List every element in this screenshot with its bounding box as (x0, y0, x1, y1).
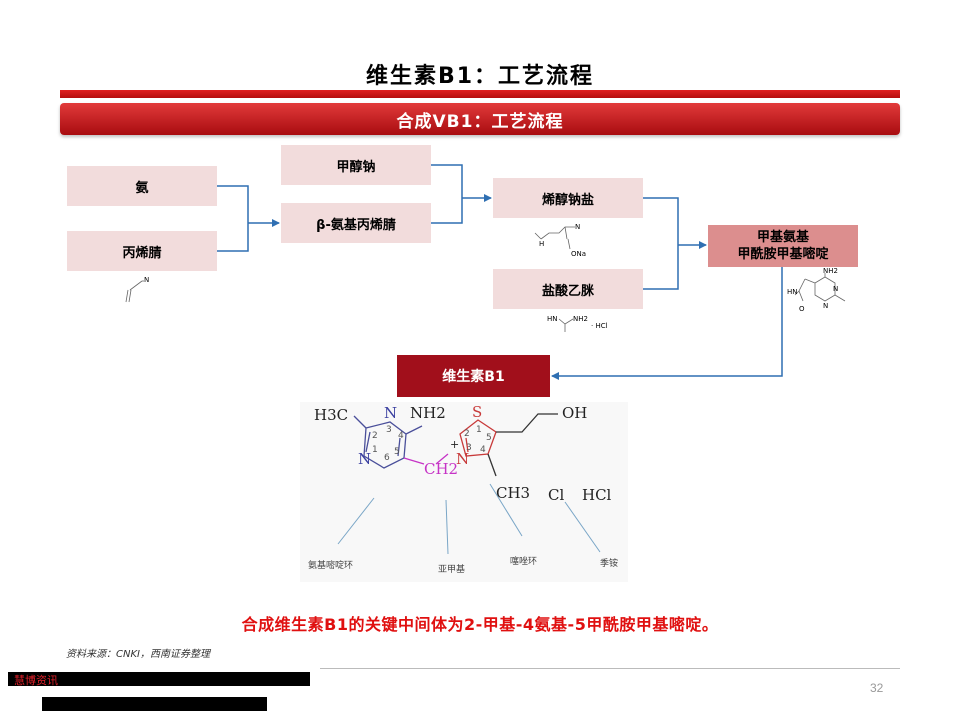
ring-num-1: 1 (372, 445, 378, 455)
box-enol-sodium-salt: 烯醇钠盐 (493, 178, 643, 218)
label-pyrimidine-ring: 氨基嘧啶环 (308, 559, 353, 571)
box-ammonia: 氨 (67, 166, 217, 206)
struct-hcl: HCl (582, 486, 612, 504)
thz-num-3: 3 (466, 443, 472, 453)
box-vitamin-b1: 维生素B1 (397, 355, 550, 397)
pyr-hn: HN (787, 288, 798, 296)
struct-ch3: CH3 (496, 484, 530, 502)
ring-num-3: 3 (386, 425, 392, 435)
amidine-hcl: · HCl (591, 322, 608, 330)
box-acrylonitrile: 丙烯腈 (67, 231, 217, 271)
struct-s: S (472, 403, 482, 421)
vitamin-b1-structure: H3C N NH2 S OH N + N CH2 CH3 Cl HCl 3 4 … (300, 402, 628, 582)
footer-rule (320, 668, 900, 669)
ring-num-6: 6 (384, 453, 390, 463)
pyrimidine-intermediate-structure: NH2 HN N N O (787, 267, 846, 313)
enol-h: H (539, 240, 544, 248)
enol-ona: ONa (571, 250, 586, 258)
box-sodium-methoxide: 甲醇钠 (281, 145, 431, 185)
amidine-structure: HN NH2 · HCl (547, 315, 608, 332)
box-beta-aminoacrylonitrile: β-氨基丙烯腈 (281, 203, 431, 243)
pyr-n2: N (823, 302, 828, 310)
box-key-intermediate: 甲基氨基 甲酰胺甲基嘧啶 (708, 225, 858, 267)
acrylonitrile-structure: N (125, 276, 149, 303)
box-acetamidine-hcl: 盐酸乙脒 (493, 269, 643, 309)
header-rule (60, 90, 900, 98)
struct-n-thz: N (456, 450, 469, 468)
footer-watermark: 慧博资讯 (14, 674, 58, 687)
intermediate-line1: 甲基氨基 (756, 230, 809, 245)
pyr-n1: N (833, 285, 838, 293)
label-quaternary-ammonium: 季铵 (600, 557, 618, 569)
label-methylene: 亚甲基 (438, 563, 465, 575)
intermediate-line2: 甲酰胺甲基嘧啶 (737, 247, 829, 262)
struct-oh: OH (562, 404, 587, 422)
struct-ch2: CH2 (424, 460, 458, 478)
ring-num-4: 4 (398, 431, 404, 441)
conclusion-text: 合成维生素B1的关键中间体为2-甲基-4氨基-5甲酰胺甲基嘧啶。 (241, 615, 719, 634)
struct-cl: Cl (548, 486, 564, 504)
ring-num-5: 5 (394, 447, 400, 457)
acrylonitrile-n: N (144, 276, 149, 284)
amidine-nh2: NH2 (573, 315, 588, 323)
struct-plus: + (450, 438, 459, 451)
page-number: 32 (870, 681, 884, 695)
struct-n-top: N (384, 404, 397, 422)
struct-h3c: H3C (314, 406, 348, 424)
thz-num-5: 5 (486, 433, 492, 443)
struct-n-left: N (358, 450, 371, 468)
amidine-hn: HN (547, 315, 558, 323)
thz-num-4: 4 (480, 445, 486, 455)
ring-num-2: 2 (372, 431, 378, 441)
pyr-nh2: NH2 (823, 267, 838, 275)
pyr-o: O (799, 305, 805, 313)
thz-num-1: 1 (476, 425, 482, 435)
enol-n: N (575, 223, 580, 231)
footer-redaction-1 (8, 672, 310, 686)
thz-num-2: 2 (464, 429, 470, 439)
source-note: 资料来源：CNKI，西南证券整理 (66, 649, 210, 660)
struct-nh2: NH2 (410, 404, 446, 422)
page-title: 维生素B1：工艺流程 (365, 64, 595, 89)
footer-redaction-2 (42, 697, 267, 711)
section-banner: 合成VB1：工艺流程 (60, 103, 900, 135)
enol-salt-structure: H N ONa (534, 223, 586, 258)
label-thiazole-ring: 噻唑环 (510, 555, 537, 567)
